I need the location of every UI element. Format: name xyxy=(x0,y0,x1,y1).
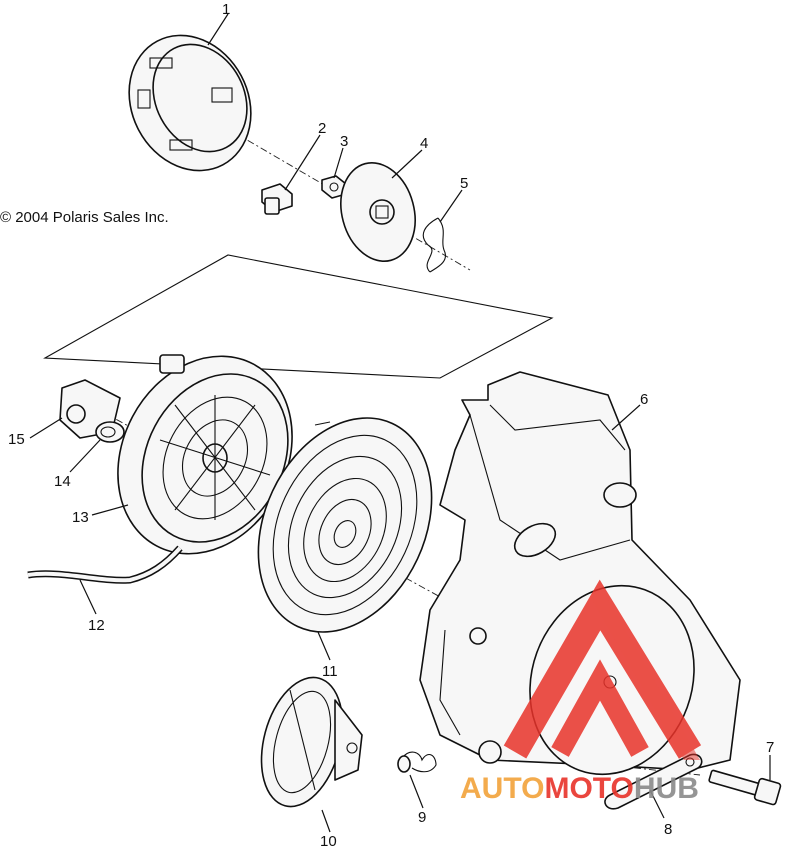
callout-9: 9 xyxy=(418,809,426,826)
watermark-text: AUTOMOTOHUB xyxy=(460,772,699,805)
callout-2: 2 xyxy=(318,120,326,137)
callout-11: 11 xyxy=(322,663,338,680)
callout-8: 8 xyxy=(664,821,672,838)
callout-10: 10 xyxy=(320,833,337,848)
callout-3: 3 xyxy=(340,133,348,150)
part-1-pulley-cup xyxy=(128,34,252,172)
callout-14: 14 xyxy=(54,473,71,490)
callout-5: 5 xyxy=(460,175,468,192)
callout-labels: 1 2 3 4 5 6 7 8 9 10 11 12 13 14 15 xyxy=(8,1,774,848)
watermark-logo xyxy=(503,579,702,760)
exploded-view-outline xyxy=(43,254,554,379)
copyright-notice: © 2004 Polaris Sales Inc. xyxy=(0,209,169,226)
part-5-spring-clip xyxy=(422,217,446,273)
part-7-long-bolt xyxy=(708,769,782,806)
callout-4: 4 xyxy=(420,135,428,152)
part-13-rope-pulley xyxy=(117,354,293,555)
callout-6: 6 xyxy=(640,391,648,408)
watermark-moto: MOTO xyxy=(544,772,633,805)
callout-13: 13 xyxy=(72,509,89,526)
watermark-auto: AUTO xyxy=(460,772,544,805)
part-11-recoil-spring xyxy=(257,417,433,633)
callout-7: 7 xyxy=(766,739,774,756)
svg-text:AUTOMOTOHUB: AUTOMOTOHUB xyxy=(460,772,699,805)
callout-15: 15 xyxy=(8,431,25,448)
watermark-hub: HUB xyxy=(634,772,699,805)
part-4-drive-plate xyxy=(340,162,416,262)
part-10-handle xyxy=(260,676,363,808)
callout-1: 1 xyxy=(222,1,230,18)
part-2-bolt xyxy=(261,183,293,215)
callout-leaders xyxy=(29,13,771,833)
part-9-small-spring xyxy=(397,751,437,773)
callout-12: 12 xyxy=(88,617,105,634)
part-14-bushing xyxy=(95,421,125,443)
